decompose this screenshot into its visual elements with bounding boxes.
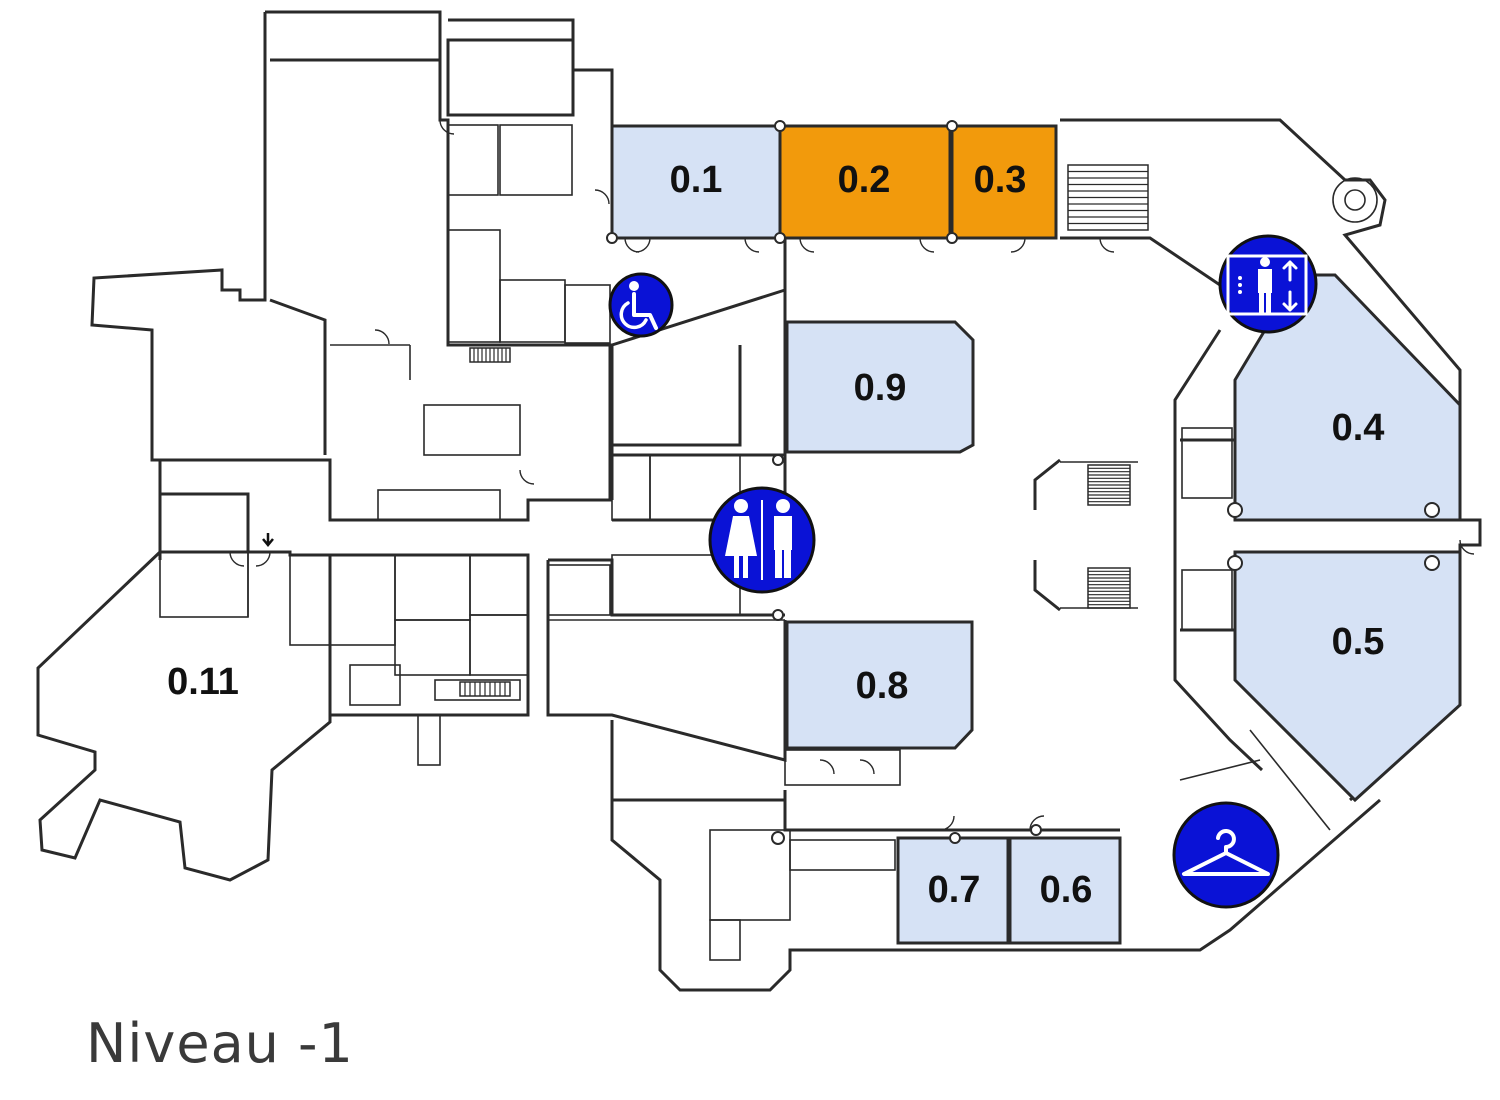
toilets-icon [708,486,816,594]
room-0.1-area [610,124,782,240]
room-0.9-area [785,320,975,454]
elevator-icon [1218,234,1318,334]
room-0.6[interactable]: 0.6 [1008,836,1122,945]
room-0.2[interactable]: 0.2 [778,124,952,240]
room-0.5[interactable]: 0.5 [1233,550,1462,803]
room-0.3[interactable]: 0.3 [950,124,1058,240]
coat-hanger-icon [1172,801,1280,909]
room-label: 0.8 [856,665,909,707]
room-label: 0.11 [167,661,239,703]
room-0.7[interactable]: 0.7 [896,836,1010,945]
room-0.1[interactable]: 0.1 [610,124,782,240]
room-0.6-area [1008,836,1122,945]
doors [229,119,1475,831]
room-0.3-area [950,124,1058,240]
entrance-arrow-icon [262,533,274,547]
building-walls [36,10,1482,992]
room-label: 0.4 [1332,407,1385,449]
room-0.2-area [778,124,952,240]
wheelchair-accessible-icon [608,272,674,338]
room-label: 0.9 [854,367,907,409]
room-label: 0.3 [974,159,1027,201]
room-0.5-area [1233,550,1462,803]
room-0.4[interactable]: 0.4 [1233,273,1462,522]
room-0.8[interactable]: 0.8 [785,620,974,750]
room-0.11[interactable]: 0.11 [167,661,239,703]
staircases [459,164,1149,697]
room-label: 0.2 [838,159,891,201]
column-markers [606,120,1440,845]
room-label: 0.7 [928,869,981,911]
room-label: 0.1 [670,159,723,201]
room-0.7-area [896,836,1010,945]
room-label: 0.5 [1332,621,1385,663]
level-title: Niveau -1 [86,1012,354,1075]
room-label: 0.6 [1040,869,1093,911]
room-0.8-area [785,620,974,750]
room-0.9[interactable]: 0.9 [785,320,975,454]
